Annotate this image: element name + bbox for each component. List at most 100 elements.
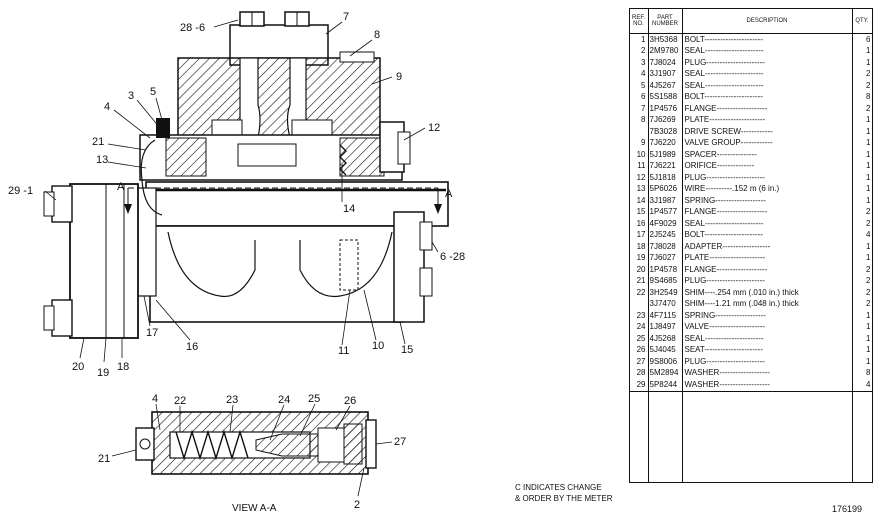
quantity: 4 xyxy=(851,379,873,392)
description: SEAT---------------------- xyxy=(681,344,853,356)
description: PLATE--------------------- xyxy=(681,252,853,264)
part-number: 3J7470 xyxy=(647,298,683,310)
quantity: 1 xyxy=(851,333,873,345)
quantity: 1 xyxy=(851,149,873,161)
part-number: 7J6027 xyxy=(647,252,683,264)
quantity: 1 xyxy=(851,126,873,138)
description: SEAL---------------------- xyxy=(681,68,853,80)
part-number: 7J6221 xyxy=(647,160,683,172)
change-legend: C INDICATES CHANGE & ORDER BY THE METER xyxy=(515,482,613,504)
ref-no: 21 xyxy=(628,275,649,287)
callout-6-28: 6 -28 xyxy=(440,251,465,263)
header-part-number: PART NUMBER xyxy=(647,8,683,34)
callout-29-1: 29 -1 xyxy=(8,185,33,197)
quantity: 1 xyxy=(851,310,873,322)
quantity: 6 xyxy=(851,33,873,46)
parts-row: C295P8244WASHER-------------------4 xyxy=(628,379,873,392)
callout-15: 15 xyxy=(401,344,413,356)
section-callout-24: 24 xyxy=(278,394,290,406)
quantity: 1 xyxy=(851,241,873,253)
description: SEAL---------------------- xyxy=(681,80,853,92)
parts-table-header: REF. NO. PART NUMBER DESCRIPTION QTY. xyxy=(628,8,873,34)
part-number: 1P4577 xyxy=(647,206,683,218)
quantity: 2 xyxy=(851,103,873,115)
description: FLANGE------------------- xyxy=(681,264,853,276)
part-number: 3H5368 xyxy=(647,33,683,46)
legend-line-1: C INDICATES CHANGE xyxy=(515,483,602,492)
section-callout-27: 27 xyxy=(394,436,406,448)
description: FLANGE------------------- xyxy=(681,206,853,218)
ref-no: 3 xyxy=(628,57,649,69)
leader-lines xyxy=(44,19,439,363)
quantity: 1 xyxy=(851,114,873,126)
quantity: 2 xyxy=(851,206,873,218)
callout-21: 21 xyxy=(92,136,104,148)
ref-no: 17 xyxy=(628,229,649,241)
section-view-a-a xyxy=(135,411,377,475)
part-number: 1P4578 xyxy=(647,264,683,276)
left-end-cover xyxy=(43,183,139,339)
quantity: 1 xyxy=(851,321,873,333)
ref-no: 16 xyxy=(628,218,649,230)
ref-no: 15 xyxy=(628,206,649,218)
description: WASHER------------------- xyxy=(681,367,853,379)
quantity: 2 xyxy=(851,68,873,80)
ref-no: 10 xyxy=(628,149,649,161)
part-number: 3J1987 xyxy=(647,195,683,207)
callout-13: 13 xyxy=(96,154,108,166)
ref-no: 20 xyxy=(628,264,649,276)
callout-5: 5 xyxy=(150,86,156,98)
parts-row: C201P4578FLANGE-------------------2 xyxy=(628,264,873,276)
quantity: 1 xyxy=(851,172,873,184)
ref-no: 6 xyxy=(628,91,649,103)
callout-3: 3 xyxy=(128,90,134,102)
description: SEAL---------------------- xyxy=(681,218,853,230)
section-callout-22: 22 xyxy=(174,395,186,407)
section-callout-2: 2 xyxy=(354,499,360,511)
description: SHIM----1.21 mm (.048 in.) thick xyxy=(681,298,853,310)
quantity: 2 xyxy=(851,218,873,230)
part-number: 5S1588 xyxy=(647,91,683,103)
ref-no: 22 xyxy=(628,287,649,299)
valve-group-body xyxy=(177,51,381,139)
parts-table-blank-area xyxy=(628,391,873,483)
description: PLUG---------------------- xyxy=(681,57,853,69)
quantity: 1 xyxy=(851,160,873,172)
quantity: 2 xyxy=(851,298,873,310)
ref-no xyxy=(628,126,649,138)
quantity: 2 xyxy=(851,275,873,287)
part-number: 5P8244 xyxy=(647,379,683,392)
section-leader-lines xyxy=(111,403,393,497)
callout-18: 18 xyxy=(117,361,129,373)
callout-9: 9 xyxy=(396,71,402,83)
callout-11: 11 xyxy=(338,345,349,357)
quantity: 1 xyxy=(851,183,873,195)
part-number: 5J1989 xyxy=(647,149,683,161)
ref-no: 9 xyxy=(628,137,649,149)
part-number: 5M2894 xyxy=(647,367,683,379)
description: SEAL---------------------- xyxy=(681,333,853,345)
parts-row: C285M2894WASHER-------------------8 xyxy=(628,367,873,379)
description: ADAPTER------------------ xyxy=(681,241,853,253)
quantity: 2 xyxy=(851,264,873,276)
figure-number: 176199 xyxy=(832,504,863,514)
ref-no: 7 xyxy=(628,103,649,115)
part-number: 2J5245 xyxy=(647,229,683,241)
quantity: 2 xyxy=(851,80,873,92)
ref-no: 24 xyxy=(628,321,649,333)
callout-16: 16 xyxy=(186,341,198,353)
